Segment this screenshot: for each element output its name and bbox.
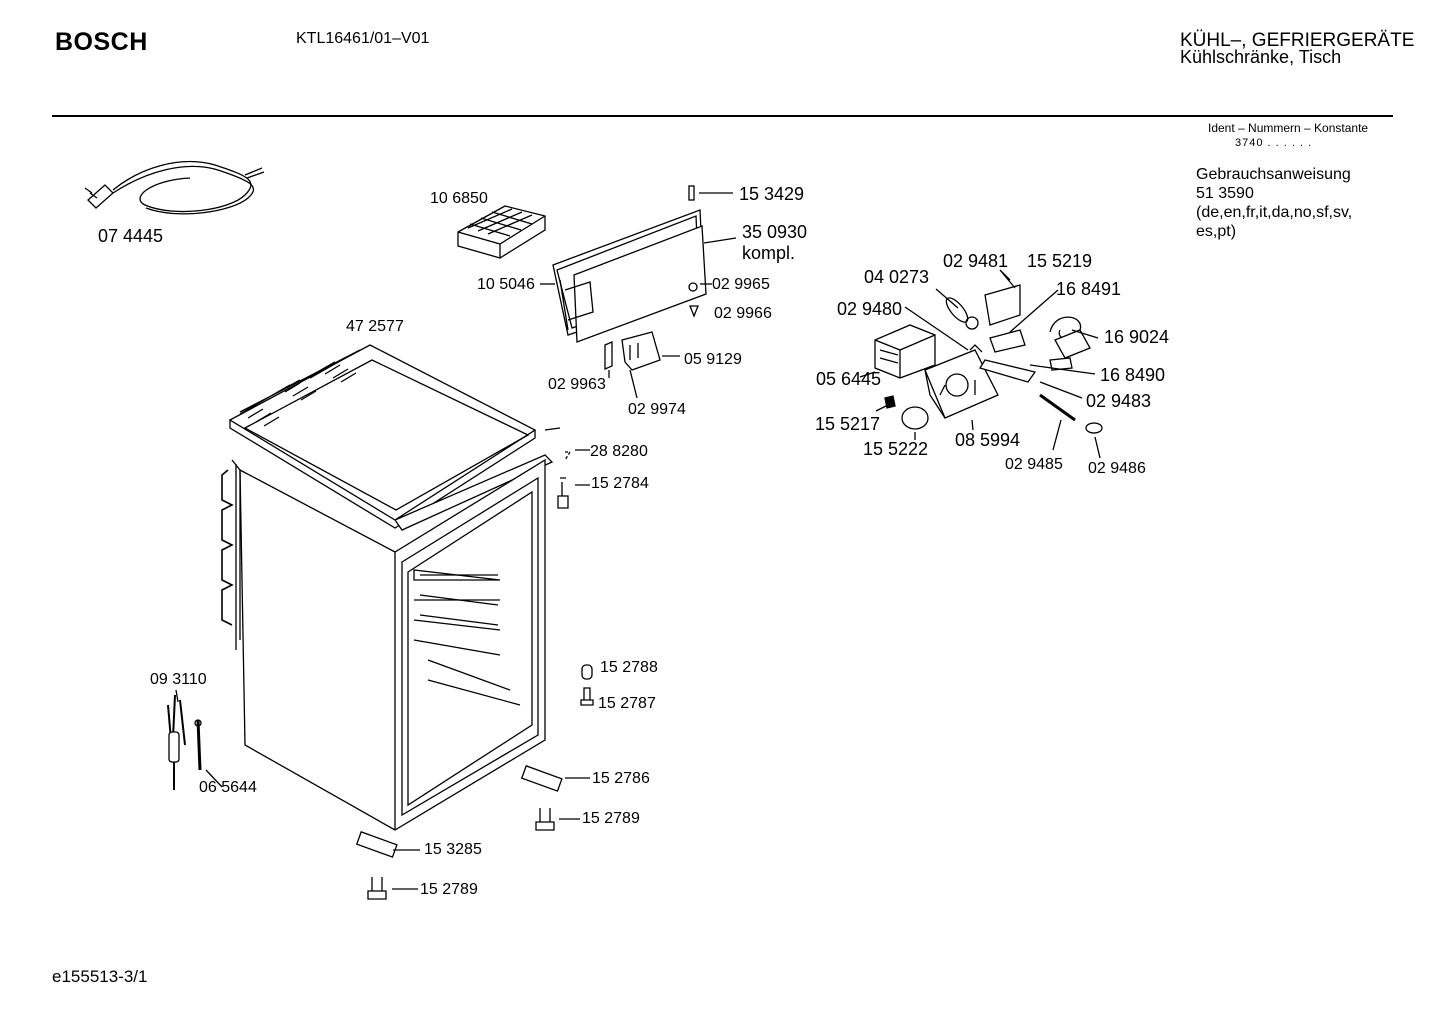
- part-label-capillary: 02 9483: [1086, 391, 1152, 411]
- ident-label: Ident – Nummern – Konstante: [1208, 121, 1369, 135]
- hinge-illustration: [604, 331, 680, 399]
- part-label-hinge: 05 9129: [684, 351, 742, 368]
- brand-logo: BOSCH: [55, 28, 148, 56]
- part-label-foot-a: 15 2789: [582, 810, 640, 827]
- part-label-cover: 15 5219: [1027, 251, 1093, 271]
- thermostat-assembly-illustration: [859, 269, 1103, 459]
- wiring-parts-illustration: [167, 689, 223, 790]
- category-title: KÜHL–, GEFRIERGERÄTE: [1180, 30, 1415, 51]
- part-label-control-panel: 08 5994: [955, 430, 1021, 450]
- part-label-power-cord: 07 4445: [98, 226, 164, 246]
- freezer-door-illustration: [540, 185, 737, 343]
- refrigerator-cabinet-illustration: [221, 344, 594, 900]
- part-label-foot-b: 15 2789: [420, 881, 478, 898]
- part-label-rail-screw: 15 2784: [591, 475, 649, 492]
- part-label-grommet: 02 9486: [1088, 460, 1146, 477]
- document-id: e155513-3/1: [52, 967, 148, 986]
- part-label-ice-tray: 10 6850: [430, 190, 488, 207]
- part-label-housing: 05 6445: [816, 369, 882, 389]
- part-label-rail: 28 8280: [590, 443, 648, 460]
- manual-number: 51 3590: [1196, 185, 1254, 202]
- manual-title: Gebrauchsanweisung: [1196, 166, 1351, 183]
- part-label-switch: 16 8491: [1056, 279, 1122, 299]
- header-divider: [52, 115, 1393, 117]
- model-number: KTL16461/01–V01: [296, 30, 430, 47]
- part-label-door-frame: 10 5046: [477, 276, 535, 293]
- part-label-clip: 15 5217: [815, 414, 881, 434]
- part-label-leg-plate-b: 15 3285: [424, 841, 482, 858]
- part-label-freezer-door-note: kompl.: [742, 243, 796, 263]
- part-label-bracket: 02 9480: [837, 299, 903, 319]
- part-label-door-pin: 15 3429: [739, 184, 805, 204]
- ice-tray-illustration: [457, 205, 546, 259]
- part-label-hinge-bracket: 02 9974: [628, 401, 686, 418]
- part-label-connector: 16 8490: [1100, 365, 1166, 385]
- part-label-lamp: 04 0273: [864, 267, 930, 287]
- part-label-lamp-holder: 02 9481: [943, 251, 1009, 271]
- part-label-door-screw-a: 02 9965: [712, 276, 770, 293]
- part-label-knob: 15 5222: [863, 439, 929, 459]
- part-label-thermal-fuse: 09 3110: [150, 671, 207, 688]
- category-subtitle: Kühlschränke, Tisch: [1180, 47, 1342, 67]
- part-label-freezer-door: 35 0930: [742, 222, 808, 242]
- manual-info: Gebrauchsanweisung 51 3590 (de,en,fr,it,…: [1196, 165, 1396, 241]
- ident-value: 3740 . . . . . .: [1235, 137, 1313, 149]
- part-label-leg-plate-a: 15 2786: [592, 770, 650, 787]
- part-label-door-screw-b: 02 9966: [714, 305, 772, 322]
- part-label-sensor: 02 9485: [1005, 456, 1063, 473]
- part-label-worktop: 47 2577: [346, 318, 404, 335]
- power-cord-illustration: [84, 161, 265, 215]
- part-label-bolt: 15 2787: [598, 695, 656, 712]
- part-label-sleeve: 06 5644: [199, 779, 257, 796]
- part-label-cap: 15 2788: [600, 659, 658, 676]
- part-label-hinge-clip: 02 9963: [548, 376, 606, 393]
- part-label-thermostat: 16 9024: [1104, 327, 1170, 347]
- manual-languages: (de,en,fr,it,da,no,sf,sv, es,pt): [1196, 204, 1353, 240]
